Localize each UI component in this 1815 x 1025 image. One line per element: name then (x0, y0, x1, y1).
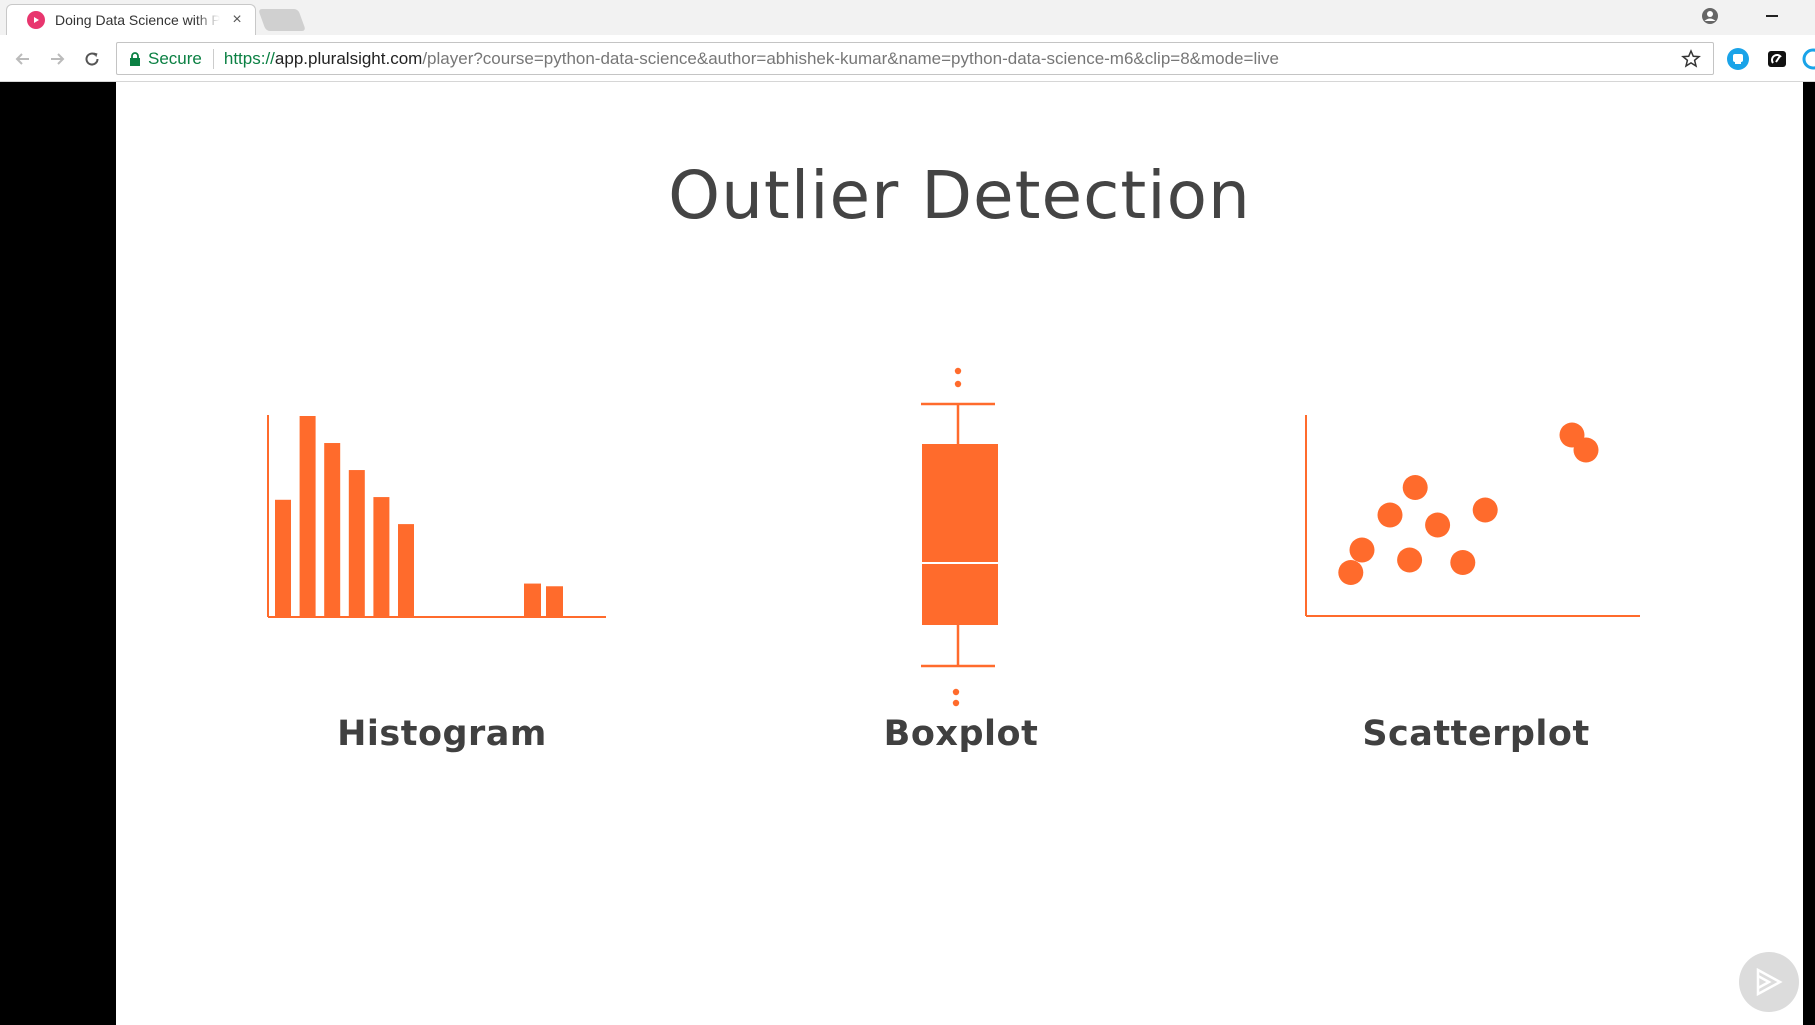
boxplot-box (922, 444, 998, 625)
url-scheme: https:// (223, 48, 275, 68)
browser-toolbar: Secure https:// app.pluralsight.com /pla… (0, 35, 1815, 82)
video-letterbox-right (1803, 82, 1815, 1025)
url-path: /player?course=python-data-science&autho… (422, 48, 1279, 68)
boxplot-outlier-point (952, 699, 960, 707)
tab-bar: Doing Data Science with Python × (0, 0, 1815, 35)
new-tab-button[interactable] (257, 9, 307, 31)
play-icon (1756, 967, 1783, 997)
url-host: app.pluralsight.com (274, 48, 423, 68)
scatterplot-point (1472, 497, 1498, 523)
pluralsight-icon (27, 11, 45, 29)
scatterplot-point (1338, 560, 1364, 585)
boxplot-chart (921, 367, 998, 707)
back-arrow-icon (15, 53, 29, 65)
reload-icon (85, 52, 99, 66)
address-bar[interactable]: Secure https:// app.pluralsight.com /pla… (116, 42, 1714, 75)
forward-arrow-icon (51, 53, 65, 65)
boxplot-outlier-point (954, 367, 962, 375)
omnibox-divider (212, 48, 214, 69)
scatterplot-point (1402, 475, 1428, 500)
histogram-label: Histogram (337, 714, 547, 754)
histogram-bar (348, 470, 365, 616)
boxplot-outlier-point (954, 380, 962, 388)
slide: Outlier Detection Histogram Boxplot Scat… (116, 82, 1803, 1025)
tab-title: Doing Data Science with Python (55, 12, 220, 28)
scatterplot-point (1397, 547, 1423, 573)
boxplot-label: Boxplot (883, 714, 1039, 754)
scatterplot-point (1450, 550, 1476, 575)
boxplot-outlier-point (952, 688, 960, 696)
extension-partial-icon[interactable] (1801, 47, 1815, 71)
histogram-bar (324, 443, 341, 616)
play-button[interactable] (1739, 952, 1799, 1012)
lock-icon (130, 51, 140, 66)
bookmark-star-icon[interactable] (1681, 49, 1701, 69)
histogram-bar (275, 499, 291, 616)
video-letterbox-left (0, 82, 116, 1025)
scatterplot-point (1377, 502, 1403, 528)
forward-button[interactable] (45, 47, 69, 71)
scatterplot-chart (1305, 415, 1640, 617)
scatterplot-point (1425, 512, 1451, 538)
profile-icon[interactable] (1700, 6, 1720, 26)
extension-gauge-icon[interactable] (1765, 47, 1789, 71)
secure-label: Secure (148, 48, 202, 68)
histogram-bar (546, 586, 563, 616)
slide-title: Outlier Detection (668, 157, 1251, 234)
back-button[interactable] (11, 47, 35, 71)
histogram-bar (373, 497, 390, 616)
histogram-bar (299, 416, 316, 616)
scatterplot-point (1573, 437, 1599, 463)
browser-tab[interactable]: Doing Data Science with Python × (6, 4, 256, 35)
reload-button[interactable] (80, 47, 104, 71)
minimize-button[interactable] (1752, 6, 1792, 26)
scatterplot-label: Scatterplot (1362, 714, 1590, 754)
histogram-bar (524, 583, 541, 616)
histogram-bar (398, 524, 414, 616)
extension-blue-icon[interactable] (1726, 47, 1750, 71)
histogram-chart (267, 415, 606, 618)
tab-close-icon[interactable]: × (232, 11, 242, 28)
scatterplot-point (1349, 537, 1375, 563)
